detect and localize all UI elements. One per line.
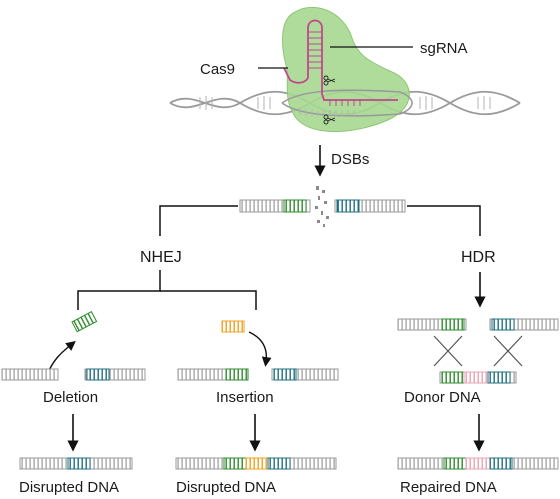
scissors-icon (323, 75, 336, 86)
dna-bubble (281, 89, 413, 117)
insertion-label: Insertion (216, 389, 274, 406)
repaired-dna-label: Repaired DNA (400, 479, 497, 496)
hdr-broken-dna (397, 318, 559, 331)
insertion-result-dna (175, 457, 337, 470)
hdr-label: HDR (461, 249, 496, 266)
cas9-label: Cas9 (200, 61, 235, 78)
scissors-icon (323, 114, 336, 125)
sgrna-label: sgRNA (420, 40, 468, 57)
deletion-dna (1, 368, 146, 381)
insertion-dna (177, 368, 339, 381)
inserted-fragment (221, 320, 245, 333)
deletion-result-dna (19, 457, 133, 470)
deletion-label: Deletion (43, 389, 98, 406)
donor-dna-template (439, 371, 517, 384)
sgrna-strand (283, 19, 398, 106)
repaired-dna (397, 457, 559, 470)
disrupted-dna-mid-label: Disrupted DNA (176, 479, 276, 496)
donor-dna-label: Donor DNA (404, 389, 481, 406)
nhej-label: NHEJ (140, 249, 182, 266)
recombination-crosses (433, 335, 523, 367)
cas9-protein (282, 6, 410, 133)
insertion-curved-arrow (248, 331, 272, 367)
nhej-branch-line (159, 205, 238, 236)
deleted-fragment (71, 310, 98, 333)
nhej-split-line-right (160, 290, 257, 310)
disrupted-dna-left-label: Disrupted DNA (19, 479, 119, 496)
dsbs-label: DSBs (331, 151, 369, 168)
nhej-split-line (77, 270, 161, 310)
hdr-branch-line (407, 205, 481, 236)
broken-dna (239, 186, 406, 227)
